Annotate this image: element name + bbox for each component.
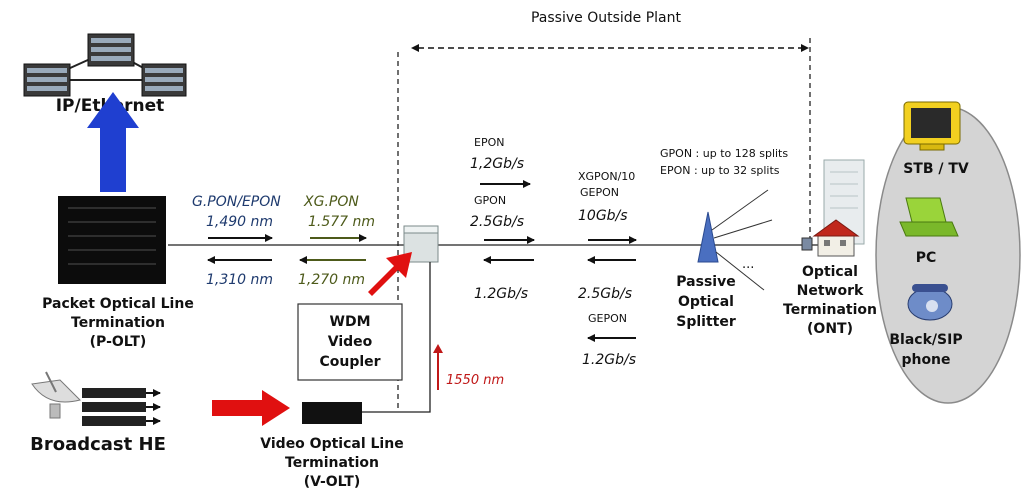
splitter-label-line2: Optical: [678, 294, 734, 310]
downstream-1490-label: 1,490 nm: [206, 214, 273, 230]
tv-icon: [903, 101, 961, 151]
coupler-red-arrow: [368, 252, 412, 296]
gpon-epon-label: G.PON/EPON: [192, 194, 281, 210]
laptop-icon: [899, 197, 959, 237]
gpon-label: GPON: [474, 194, 506, 207]
splitter-label-line1: Passive: [676, 274, 735, 290]
split-fiber-3: [715, 251, 765, 291]
epon-label: EPON: [474, 136, 504, 149]
polt-label-line1: Packet Optical Line: [42, 296, 194, 312]
epon-splits-label: EPON : up to 32 splits: [660, 164, 780, 177]
broadcast-he-label: Broadcast HE: [30, 434, 166, 455]
xgpon-rate-label1: XGPON/10: [578, 170, 635, 183]
splitter-label-line3: Splitter: [676, 314, 736, 330]
volt-label-line1: Video Optical Line: [260, 436, 403, 452]
ont-label-line1: Optical: [802, 264, 858, 280]
xgpon-label: XG.PON: [303, 194, 359, 210]
phone-label-line1: Black/SIP: [889, 332, 962, 348]
gpon-splits-label: GPON : up to 128 splits: [660, 147, 788, 160]
stb-tv-label: STB / TV: [903, 161, 969, 177]
gepon-label: GEPON: [588, 312, 627, 325]
ont-label-line4: (ONT): [807, 321, 853, 337]
coupler-label-line1: WDM: [330, 314, 371, 330]
ont-box-icon: [801, 237, 813, 251]
plant-label: Passive Outside Plant: [531, 10, 682, 26]
broadcast-equipment-icon: [82, 388, 161, 426]
volt-label-line2: Termination: [285, 455, 379, 471]
pc-label: PC: [916, 250, 937, 266]
upstream-1310-label: 1,310 nm: [206, 272, 273, 288]
epon-down-rate: 1,2Gb/s: [470, 156, 524, 172]
video-1550-label: 1550 nm: [446, 373, 504, 388]
polt-device-icon: [58, 196, 166, 284]
phone-icon: [907, 284, 953, 321]
arrow-1550-head: [433, 344, 443, 353]
xgpon-up-rate: 2.5Gb/s: [578, 286, 632, 302]
splitter-icon: [697, 211, 719, 263]
split-more-label: ...: [742, 257, 754, 272]
ont-label-line2: Network: [797, 283, 864, 299]
wdm-coupler-box: [297, 303, 403, 381]
video-fiber-path: [360, 262, 431, 413]
xgpon-down-rate: 10Gb/s: [578, 208, 628, 224]
satellite-dish-icon: [31, 371, 81, 419]
ont-label-line3: Termination: [783, 302, 877, 318]
polt-label-line2: Termination: [71, 315, 165, 331]
polt-label-line3: (P-OLT): [90, 334, 147, 350]
uplink-arrow: [87, 92, 139, 192]
router-icon: [23, 33, 187, 97]
video-red-arrow: [212, 390, 290, 426]
house-icon: [812, 219, 860, 257]
gpon-up-rate: 1.2Gb/s: [474, 286, 528, 302]
xgpon-rate-label2: GEPON: [580, 186, 619, 199]
gpon-down-rate: 2.5Gb/s: [470, 214, 524, 230]
split-fiber-2: [713, 219, 773, 239]
coupler-label-line2: Video: [328, 334, 373, 350]
coupler-label-line3: Coupler: [319, 354, 380, 370]
downstream-1577-label: 1.577 nm: [308, 214, 375, 230]
gepon-up-rate: 1.2Gb/s: [582, 352, 636, 368]
upstream-1270-label: 1,270 nm: [298, 272, 365, 288]
phone-label-line2: phone: [901, 352, 950, 368]
volt-device-icon: [302, 402, 362, 424]
volt-label-line3: (V-OLT): [304, 474, 360, 490]
split-fiber-1: [711, 189, 769, 231]
